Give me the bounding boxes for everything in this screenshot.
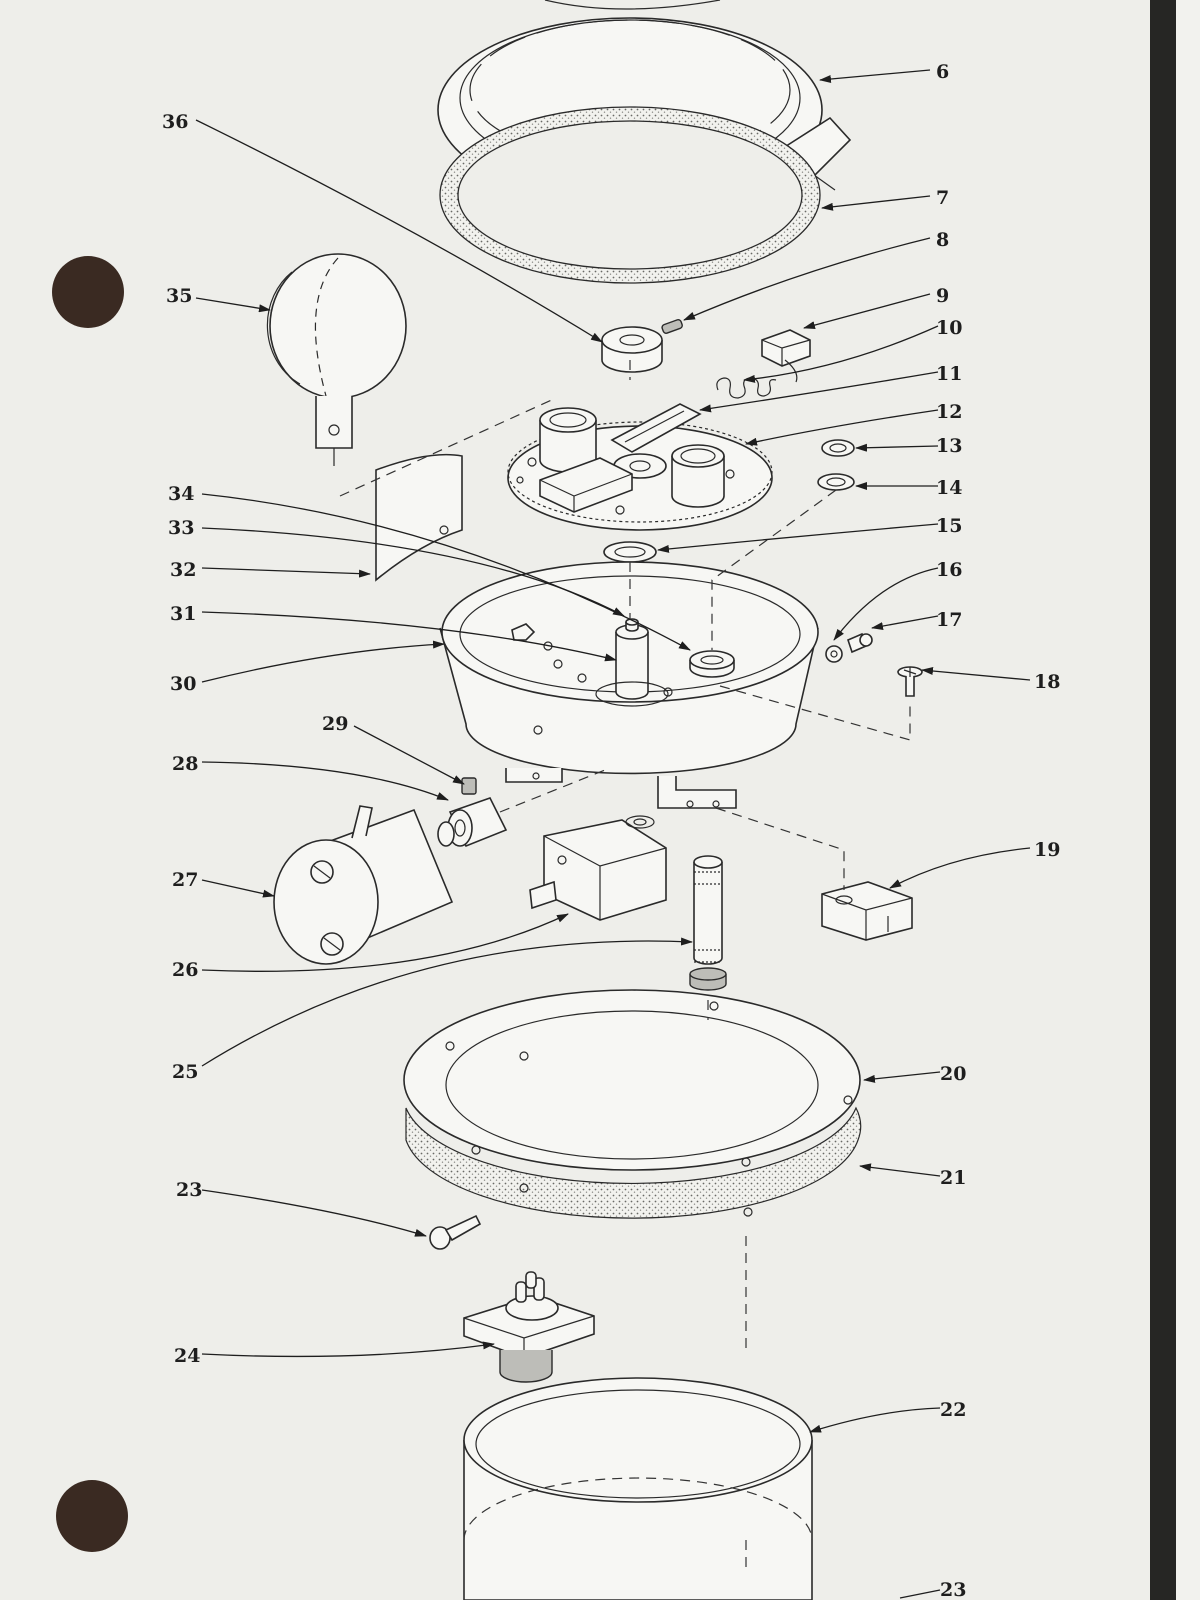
callout-10: 10: [936, 317, 962, 339]
binding-edge: [1150, 0, 1176, 1600]
punch-hole-bottom: [56, 1480, 128, 1552]
flat-head-screw: [897, 666, 923, 697]
callout-12: 12: [936, 401, 962, 423]
callout-18: 18: [1034, 671, 1060, 693]
top-gasket: [439, 106, 821, 284]
flange-screw: [429, 1214, 482, 1250]
callout-30: 30: [170, 673, 196, 695]
callout-23-lower: 23: [940, 1579, 966, 1600]
spring: [716, 377, 777, 399]
lock-washer: [825, 645, 843, 663]
callout-31: 31: [170, 603, 196, 625]
callout-7: 7: [936, 187, 949, 209]
motor: [273, 805, 455, 965]
retaining-ring: [821, 439, 855, 457]
callout-29: 29: [322, 713, 348, 735]
callout-32: 32: [170, 559, 196, 581]
callout-16: 16: [936, 559, 962, 581]
callout-15: 15: [936, 515, 962, 537]
callout-22: 22: [940, 1399, 966, 1421]
callout-34: 34: [168, 483, 194, 505]
collar: [601, 326, 663, 373]
block: [821, 881, 913, 941]
callout-35: 35: [166, 285, 192, 307]
callout-21: 21: [940, 1167, 966, 1189]
shaft: [689, 855, 727, 991]
sensor-block: [761, 329, 811, 383]
coupling-set-screw: [461, 777, 477, 795]
callout-36: 36: [162, 111, 188, 133]
callout-9: 9: [936, 285, 949, 307]
callout-19: 19: [1034, 839, 1060, 861]
callout-6: 6: [936, 61, 949, 83]
callout-23-upper: 23: [176, 1179, 202, 1201]
callout-14: 14: [936, 477, 962, 499]
callout-25: 25: [172, 1061, 198, 1083]
assembly-lines: [339, 360, 911, 1570]
washer: [817, 473, 855, 491]
callout-27: 27: [172, 869, 198, 891]
gasket-washer: [603, 541, 657, 563]
callout-11: 11: [936, 363, 962, 385]
connector: [463, 1271, 595, 1383]
set-screw: [661, 318, 683, 334]
housing: [439, 561, 819, 809]
leader-lines: [195, 69, 1031, 1599]
callout-20: 20: [940, 1063, 966, 1085]
callout-8: 8: [936, 229, 949, 251]
callout-numbers: 6 7 8 9 10 11 12 13 14 15 16 17 18 19 20…: [162, 61, 1060, 1600]
gauge: [266, 253, 407, 466]
bracket: [375, 453, 463, 582]
plate-assembly: [507, 403, 773, 531]
callout-33: 33: [168, 517, 194, 539]
mounting-flange: [403, 989, 861, 1171]
upper-part-edge: [544, 0, 721, 10]
switch: [529, 815, 667, 921]
callout-13: 13: [936, 435, 962, 457]
callout-28: 28: [172, 753, 198, 775]
coupling: [447, 797, 508, 848]
cover-can: [463, 1377, 813, 1600]
callout-17: 17: [936, 609, 962, 631]
screw: [847, 632, 873, 654]
page-margin: [1176, 0, 1200, 1600]
flange-gasket: [405, 1106, 862, 1219]
callout-24: 24: [174, 1345, 200, 1367]
punch-hole-top: [52, 256, 124, 328]
callout-26: 26: [172, 959, 198, 981]
